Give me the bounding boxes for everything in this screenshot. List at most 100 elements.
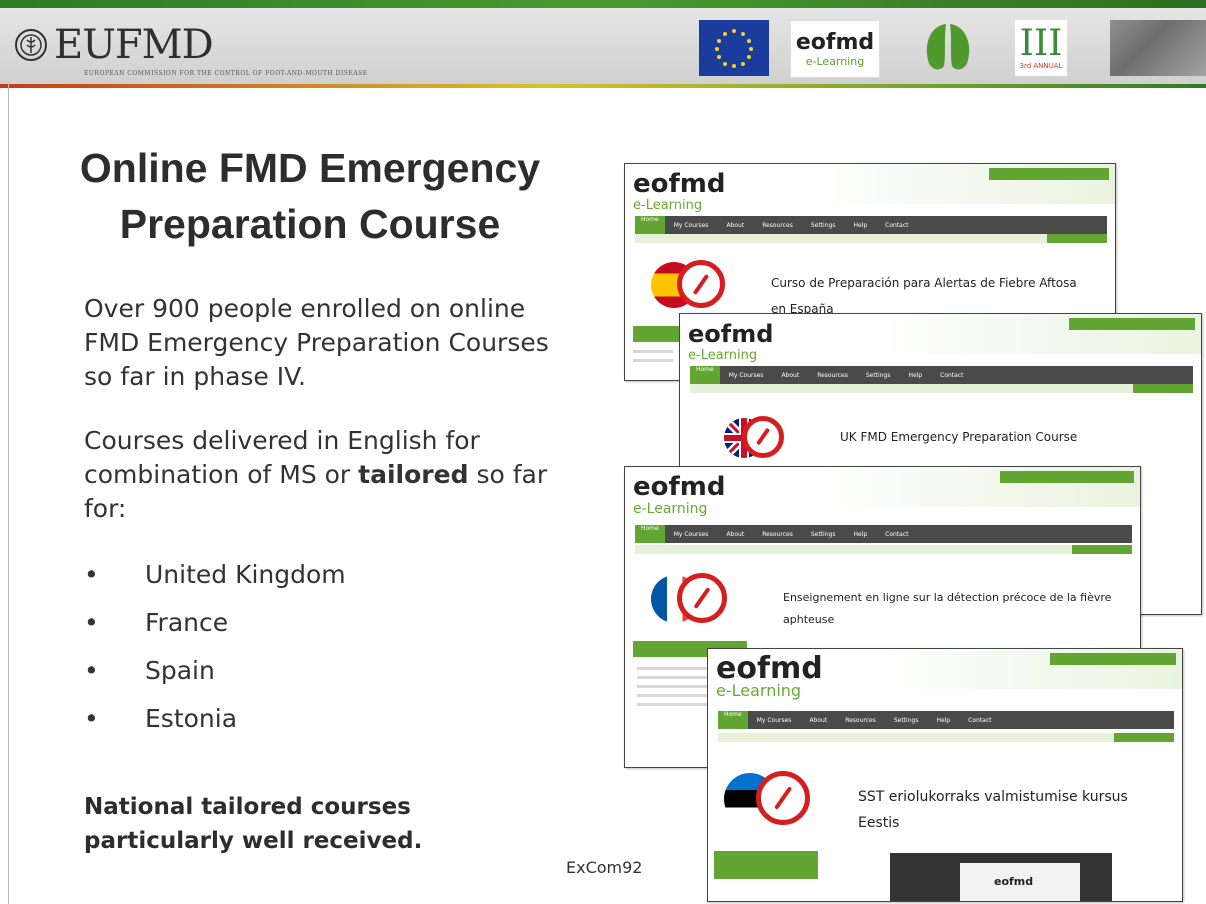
nav-contact: Contact bbox=[940, 371, 964, 379]
header-top-stripe bbox=[0, 0, 1206, 8]
sidebar-header bbox=[633, 326, 681, 342]
login-bar bbox=[1000, 471, 1134, 483]
nav-resources: Resources bbox=[845, 716, 876, 724]
course-title: Enseignement en ligne sur la détection p… bbox=[783, 591, 1112, 604]
course-title: Curso de Preparación para Alertas de Fie… bbox=[771, 276, 1077, 290]
footer-label: ExCom92 bbox=[566, 858, 643, 877]
eu-stars-icon bbox=[715, 29, 753, 68]
nav-about: About bbox=[726, 221, 745, 229]
login-bar bbox=[1050, 653, 1176, 665]
compass-icon bbox=[742, 416, 784, 458]
three-logo-numeral: III bbox=[1019, 23, 1063, 64]
list-item: •Estonia bbox=[84, 694, 346, 742]
brand-logo: eofmd e-Learning bbox=[633, 170, 726, 214]
list-item: •France bbox=[84, 598, 346, 646]
delivery-paragraph: Courses delivered in English for combina… bbox=[84, 424, 554, 526]
estonia-course-screenshot: eofmd e-Learning Home My Courses About R… bbox=[707, 648, 1183, 902]
brand-sub: e-Learning bbox=[633, 198, 703, 213]
slide-title: Online FMD Emergency Preparation Course bbox=[79, 145, 541, 247]
site-nav: Home My Courses About Resources Settings… bbox=[635, 525, 1132, 543]
nav-help: Help bbox=[853, 530, 868, 538]
conclusion-text: National tailored courses particularly w… bbox=[84, 794, 423, 854]
eufmd-logo: EUFMD bbox=[14, 22, 214, 68]
nav-settings: Settings bbox=[810, 221, 836, 229]
brand-main: eofmd bbox=[633, 472, 726, 502]
bullet-icon: • bbox=[84, 655, 99, 685]
nav-contact: Contact bbox=[885, 530, 909, 538]
breadcrumb-button bbox=[1133, 384, 1193, 393]
brand-logo: eofmd e-Learning bbox=[688, 320, 773, 364]
nav-my-courses: My Courses bbox=[673, 530, 709, 538]
breadcrumb-button bbox=[1114, 733, 1174, 742]
logo-text: EUFMD bbox=[54, 22, 214, 68]
brand-sub: e-Learning bbox=[716, 681, 802, 700]
nav-about: About bbox=[726, 530, 745, 538]
nav-contact: Contact bbox=[968, 716, 992, 724]
list-item: • United Kingdom bbox=[84, 550, 346, 598]
brand-main: eofmd bbox=[716, 651, 823, 686]
site-nav: Home My Courses About Resources Settings… bbox=[635, 216, 1107, 234]
cattle-photo bbox=[1110, 20, 1206, 76]
course-title: UK FMD Emergency Preparation Course bbox=[840, 430, 1078, 444]
nav-about: About bbox=[781, 371, 800, 379]
nav-home: Home bbox=[635, 216, 665, 234]
nav-my-courses: My Courses bbox=[728, 371, 764, 379]
brand-sub: e-Learning bbox=[633, 501, 708, 517]
list-item-label: France bbox=[145, 607, 229, 637]
site-nav: Home My Courses About Resources Settings… bbox=[718, 711, 1174, 729]
sidebar-header bbox=[714, 851, 818, 879]
site-nav: Home My Courses About Resources Settings… bbox=[690, 366, 1193, 384]
eofmd-elearning-logo: eofmd e-Learning bbox=[790, 20, 880, 78]
nav-home: Home bbox=[718, 711, 748, 729]
nav-settings: Settings bbox=[865, 371, 891, 379]
sidebar-lines bbox=[637, 667, 707, 712]
nav-resources: Resources bbox=[762, 221, 793, 229]
slide-header: EUFMD EUROPEAN COMMISSION FOR THE CONTRO… bbox=[0, 0, 1206, 88]
brand-logo: eofmd e-Learning bbox=[716, 651, 823, 700]
course-title-line2: Eestis bbox=[858, 815, 900, 831]
compass-icon bbox=[677, 260, 725, 308]
delivery-text-start: Courses delivered in English for combina… bbox=[84, 426, 480, 489]
nav-help: Help bbox=[908, 371, 923, 379]
header-bottom-stripe bbox=[0, 84, 1206, 88]
slide-border bbox=[8, 82, 9, 904]
hoof-icon bbox=[926, 24, 970, 70]
nav-my-courses: My Courses bbox=[756, 716, 792, 724]
brand-main: eofmd bbox=[633, 169, 726, 199]
course-title-line2: aphteuse bbox=[783, 613, 835, 626]
country-list: •United Kingdom •France •Spain •Estonia bbox=[84, 550, 346, 742]
fao-emblem-icon bbox=[15, 29, 47, 61]
breadcrumb-bar bbox=[635, 234, 1107, 243]
eofmd-logo-main: eofmd bbox=[795, 30, 875, 55]
third-anniversary-logo: III 3rd ANNUAL bbox=[1015, 20, 1067, 76]
list-item-label: United Kingdom bbox=[145, 559, 346, 589]
video-player[interactable]: eofmd bbox=[890, 853, 1112, 901]
nav-resources: Resources bbox=[762, 530, 793, 538]
brand-sub: e-Learning bbox=[688, 348, 758, 363]
compass-icon bbox=[677, 573, 727, 623]
course-title-line2: en España bbox=[771, 302, 834, 316]
nav-resources: Resources bbox=[817, 371, 848, 379]
nav-my-courses: My Courses bbox=[673, 221, 709, 229]
nav-settings: Settings bbox=[893, 716, 919, 724]
sidebar-lines bbox=[633, 350, 673, 368]
list-item-label: Spain bbox=[145, 655, 215, 685]
video-brand: eofmd bbox=[994, 875, 1034, 888]
enrollment-paragraph: Over 900 people enrolled on online FMD E… bbox=[84, 294, 549, 391]
bullet-icon: • bbox=[84, 703, 99, 733]
login-bar bbox=[1069, 318, 1195, 330]
login-bar bbox=[989, 168, 1109, 180]
eu-flag-icon bbox=[699, 20, 769, 76]
breadcrumb-bar bbox=[635, 545, 1132, 554]
logo-subtitle: EUROPEAN COMMISSION FOR THE CONTROL OF F… bbox=[84, 70, 368, 77]
course-title: SST eriolukorraks valmistumise kursus bbox=[858, 789, 1128, 805]
nav-help: Help bbox=[936, 716, 951, 724]
list-item: • Spain bbox=[84, 646, 346, 694]
breadcrumb-bar bbox=[690, 384, 1193, 393]
brand-main: eofmd bbox=[688, 320, 774, 348]
bullet-icon: • bbox=[84, 559, 99, 589]
breadcrumb-bar bbox=[718, 733, 1174, 742]
delivery-text-end: so far for: bbox=[84, 460, 548, 523]
delivery-text-bold: tailored bbox=[358, 460, 469, 489]
eofmd-logo-sub: e-Learning bbox=[805, 55, 865, 68]
